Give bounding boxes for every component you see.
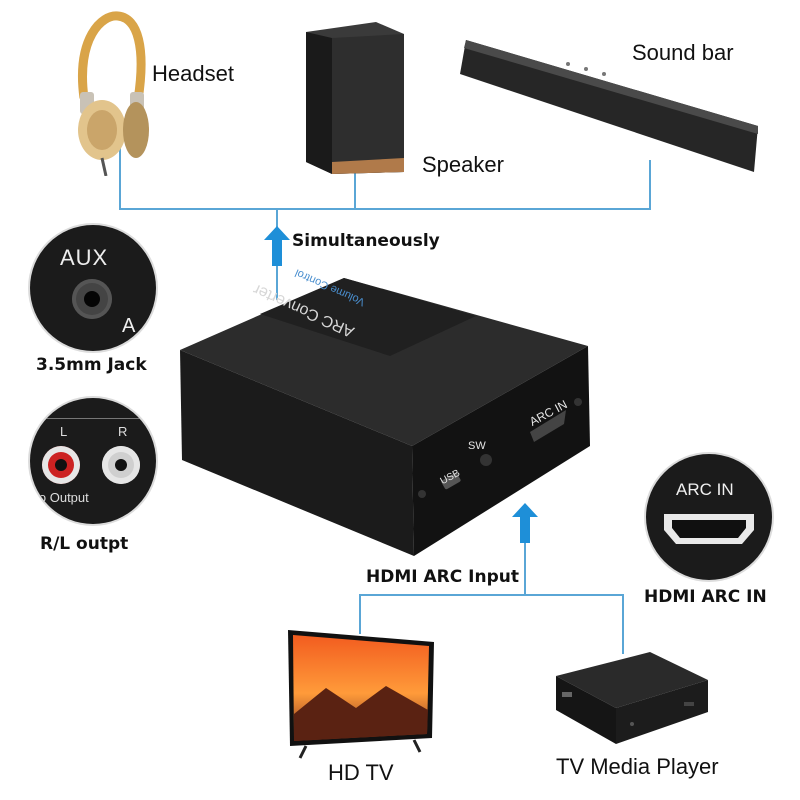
speaker-drop-line bbox=[354, 172, 356, 210]
soundbar-drop-line bbox=[649, 160, 651, 210]
white-rca-icon bbox=[102, 446, 140, 484]
tv-drop-line bbox=[359, 594, 361, 634]
aux-text: AUX bbox=[60, 245, 109, 270]
sound-bar-image bbox=[460, 40, 758, 172]
input-arrow-icon bbox=[512, 503, 538, 543]
hd-tv-image bbox=[288, 630, 434, 759]
bottom-bus-line bbox=[359, 594, 624, 596]
hdmi-port-icon bbox=[664, 514, 754, 544]
input-up-line bbox=[524, 520, 526, 596]
tv-media-player-image bbox=[556, 652, 708, 744]
aux-jack-icon bbox=[72, 279, 112, 319]
jack-label: 3.5mm Jack bbox=[36, 355, 147, 375]
r-text: R bbox=[118, 424, 128, 439]
rl-output-panel: L R io Output bbox=[30, 398, 156, 524]
arc-in-panel-text: ARC IN bbox=[676, 480, 734, 499]
top-bus-line bbox=[119, 208, 651, 210]
device-sw-text: SW bbox=[468, 440, 486, 452]
rl-output-label: R/L outpt bbox=[40, 534, 129, 554]
hdmi-arc-in-caption: HDMI ARC IN bbox=[644, 587, 767, 607]
tv-media-player-label: TV Media Player bbox=[556, 754, 719, 779]
aux-jack-panel: AUX A bbox=[30, 225, 156, 351]
output-text: io Output bbox=[36, 490, 89, 505]
aux-partial-text: A bbox=[122, 315, 136, 337]
speaker-label: Speaker bbox=[422, 152, 504, 177]
hd-tv-label: HD TV bbox=[328, 760, 394, 785]
headset-label: Headset bbox=[152, 61, 234, 86]
up-arrow-icon bbox=[264, 226, 290, 266]
red-rca-icon bbox=[42, 446, 80, 484]
headset-drop-line bbox=[119, 140, 121, 210]
speaker-image bbox=[306, 22, 404, 174]
hdmi-arc-input-label: HDMI ARC Input bbox=[366, 567, 519, 587]
headset-image bbox=[78, 11, 149, 176]
arc-in-panel: ARC IN bbox=[646, 454, 772, 580]
l-text: L bbox=[60, 424, 68, 439]
arc-converter-image bbox=[180, 278, 590, 556]
sound-bar-label: Sound bar bbox=[632, 40, 734, 65]
simultaneously-label: Simultaneously bbox=[292, 231, 440, 251]
player-drop-line bbox=[622, 594, 624, 654]
